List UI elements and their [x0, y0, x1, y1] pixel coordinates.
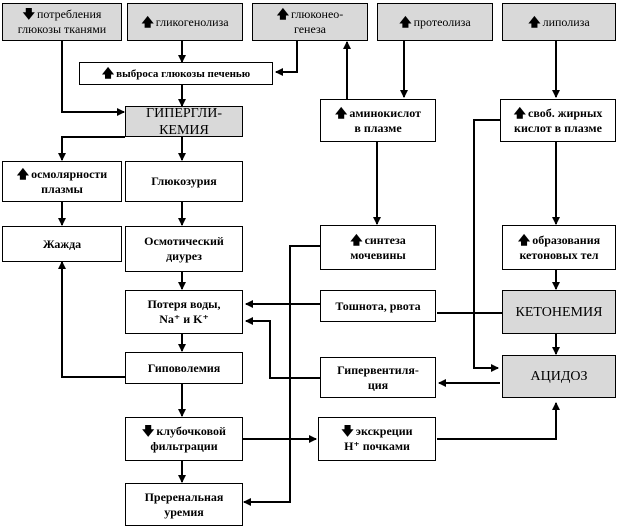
edge-urea-uremia [243, 245, 320, 506]
edge-hyperventilation-waterloss [245, 317, 320, 379]
glucose-consumption-box: 🡇потребления глюкозы тканями [2, 3, 122, 41]
glomerular-filtration-label: 🡇клубочковой фильтрации [142, 424, 226, 453]
edge-gluconeogenesis-liver [275, 40, 298, 76]
gluconeogenesis-box: 🡅глюконео- генеза [252, 3, 368, 41]
hypovolemia-label: Гиповолемия [147, 360, 221, 375]
water-loss-box: Потеря воды, Na⁺ и K⁺ [125, 290, 243, 334]
down-arrow-icon: 🡇 [341, 424, 354, 438]
edge-consumption-hyperglycemia [61, 40, 125, 116]
up-arrow-icon: 🡅 [101, 65, 115, 80]
ketone-formation-box: 🡅образования кетоновых тел [502, 225, 616, 270]
edge-hexcretion-acidosis [437, 402, 560, 440]
liver-glucose-box: 🡅выброса глюкозы печенью [79, 62, 273, 85]
amino-acids-label: 🡅аминокислот в плазме [335, 105, 421, 135]
ketonemia-label: КЕТОНЕМИЯ [515, 304, 603, 320]
edge-hypovolemia-thirst [58, 261, 125, 378]
liver-glucose-label: 🡅выброса глюкозы печенью [101, 65, 251, 80]
gluconeogenesis-label: 🡅глюконео- генеза [276, 7, 344, 36]
glucose-consumption-label: 🡇потребления глюкозы тканями [17, 7, 107, 36]
up-arrow-icon: 🡅 [513, 105, 527, 120]
up-arrow-icon: 🡅 [335, 105, 348, 120]
water-loss-label: Потеря воды, Na⁺ и K⁺ [147, 297, 221, 326]
h-excretion-label: 🡇экскреции H⁺ почками [341, 424, 413, 453]
acidosis-box: АЦИДОЗ [502, 355, 616, 398]
acidosis-label: АЦИДОЗ [530, 369, 588, 384]
edge-fatty-acidosis [473, 119, 500, 372]
glucosuria-label: Глюкозурия [151, 174, 217, 188]
thirst-label: Жажда [42, 236, 82, 251]
osmotic-diuresis-box: Осмотический диурез [125, 226, 243, 272]
lipolysis-box: 🡅липолиза [502, 3, 616, 41]
glucosuria-box: Глюкозурия [125, 161, 243, 202]
prerenal-uremia-box: Преренальная уремия [125, 483, 243, 526]
hyperglycemia-label: ГИПЕРГЛИ- КЕМИЯ [146, 105, 222, 138]
proteolysis-label: 🡅протеолиза [399, 14, 471, 29]
proteolysis-box: 🡅протеолиза [377, 3, 493, 41]
hypovolemia-box: Гиповолемия [125, 352, 243, 384]
edge-hyperglycemia-osmolarity [58, 136, 125, 161]
amino-acids-box: 🡅аминокислот в плазме [320, 99, 436, 142]
ketonemia-box: КЕТОНЕМИЯ [502, 290, 616, 334]
ketone-formation-label: 🡅образования кетоновых тел [517, 232, 601, 262]
nausea-label: Тошнота, рвота [335, 298, 421, 313]
osmotic-diuresis-label: Осмотический диурез [144, 234, 224, 263]
hyperventilation-box: Гипервентиля- ция [320, 357, 436, 398]
fatty-acids-label: 🡅своб. жирных кислот в плазме [513, 105, 603, 135]
glycogenolysis-box: 🡅гликогенолиза [127, 3, 243, 41]
up-arrow-icon: 🡅 [528, 14, 541, 29]
up-arrow-icon: 🡅 [16, 166, 30, 181]
glycogenolysis-label: 🡅гликогенолиза [141, 14, 229, 29]
up-arrow-icon: 🡅 [141, 14, 154, 29]
down-arrow-icon: 🡇 [22, 7, 35, 21]
urea-synthesis-label: 🡅синтеза мочевины [350, 232, 406, 262]
osmolarity-label: 🡅осмолярности плазмы [16, 166, 108, 196]
osmolarity-box: 🡅осмолярности плазмы [2, 161, 122, 202]
hyperglycemia-box: ГИПЕРГЛИ- КЕМИЯ [125, 105, 243, 138]
glomerular-filtration-box: 🡇клубочковой фильтрации [125, 417, 243, 461]
h-excretion-box: 🡇экскреции H⁺ почками [318, 417, 436, 461]
hyperventilation-label: Гипервентиля- ция [337, 362, 419, 392]
prerenal-uremia-label: Преренальная уремия [144, 489, 224, 519]
up-arrow-icon: 🡅 [517, 232, 531, 247]
up-arrow-icon: 🡅 [276, 7, 290, 21]
down-arrow-icon: 🡇 [142, 424, 155, 438]
nausea-box: Тошнота, рвота [320, 290, 436, 322]
lipolysis-label: 🡅липолиза [528, 14, 590, 29]
up-arrow-icon: 🡅 [350, 232, 363, 247]
up-arrow-icon: 🡅 [399, 14, 412, 29]
fatty-acids-box: 🡅своб. жирных кислот в плазме [500, 99, 616, 142]
thirst-box: Жажда [2, 226, 122, 262]
urea-synthesis-box: 🡅синтеза мочевины [320, 225, 436, 270]
